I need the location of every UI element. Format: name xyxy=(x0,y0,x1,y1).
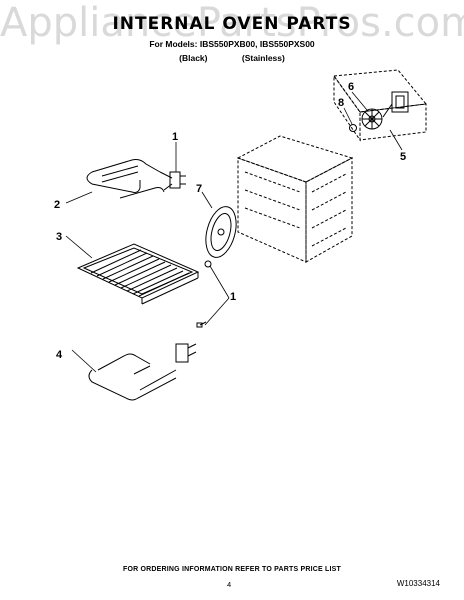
callout-4: 4 xyxy=(56,349,63,361)
callout-1-bake: 1 xyxy=(230,291,236,303)
callout-1-broil: 1 xyxy=(172,131,178,143)
callout-8: 8 xyxy=(338,97,344,109)
broil-element xyxy=(86,159,186,199)
oven-rack xyxy=(76,243,200,305)
callout-6: 6 xyxy=(348,81,354,93)
callout-2: 2 xyxy=(54,199,60,211)
ordering-note: FOR ORDERING INFORMATION REFER TO PARTS … xyxy=(122,566,342,573)
finish-line: (Black) (Stainless) xyxy=(0,53,464,63)
document-number: W10334314 xyxy=(396,579,440,588)
bake-element xyxy=(88,321,207,401)
callout-3: 3 xyxy=(56,231,62,243)
finish-black-label: (Black) xyxy=(179,53,208,63)
oven-cavity xyxy=(236,135,354,263)
page-number: 4 xyxy=(227,580,232,589)
models-line: For Models: IBS550PXB00, IBS550PXS00 xyxy=(149,39,315,49)
fan-blade xyxy=(361,108,383,130)
fan-nut xyxy=(349,124,357,132)
leader-lines xyxy=(65,91,403,373)
fan-motor xyxy=(391,91,409,113)
fan-cover xyxy=(204,206,237,268)
convection-fan-assembly xyxy=(333,69,427,142)
page-title: INTERNAL OVEN PARTS xyxy=(112,14,352,34)
finish-stainless-label: (Stainless) xyxy=(241,53,285,63)
callout-7: 7 xyxy=(196,183,202,195)
callout-5: 5 xyxy=(400,151,406,163)
